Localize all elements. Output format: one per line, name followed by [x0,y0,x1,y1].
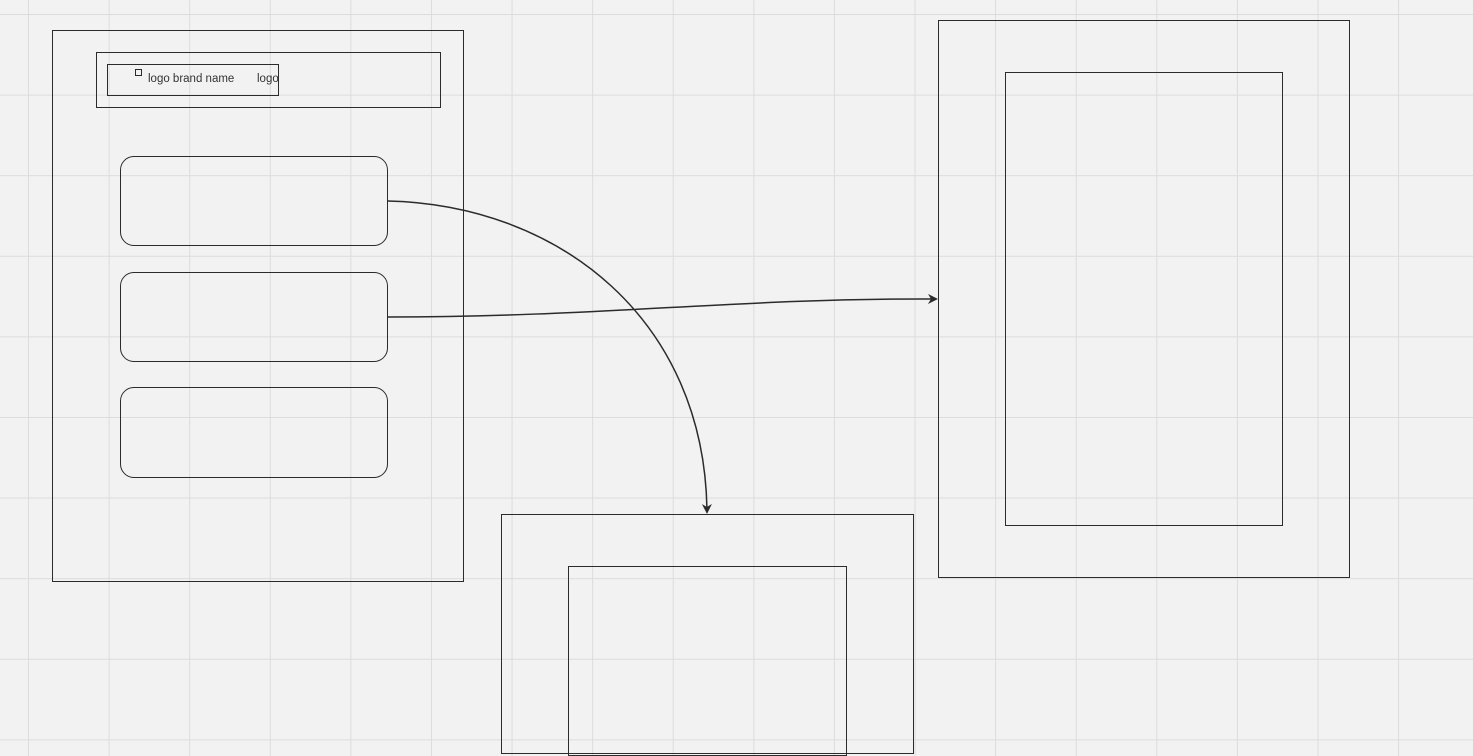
right-screen-inner-panel[interactable] [1005,72,1283,526]
square-logo-icon [135,69,142,76]
header-bar[interactable] [96,52,441,108]
brand-box[interactable] [107,64,279,96]
card-3[interactable] [120,387,388,478]
right-screen-frame[interactable] [938,20,1350,578]
connector-card2-to-right-frame[interactable] [387,293,938,318]
logo-label: logo [257,73,279,85]
card-1[interactable] [120,156,388,246]
bottom-screen-inner-panel[interactable] [568,566,847,756]
brand-name-label: logo brand name [148,73,235,85]
card-2[interactable] [120,272,388,362]
